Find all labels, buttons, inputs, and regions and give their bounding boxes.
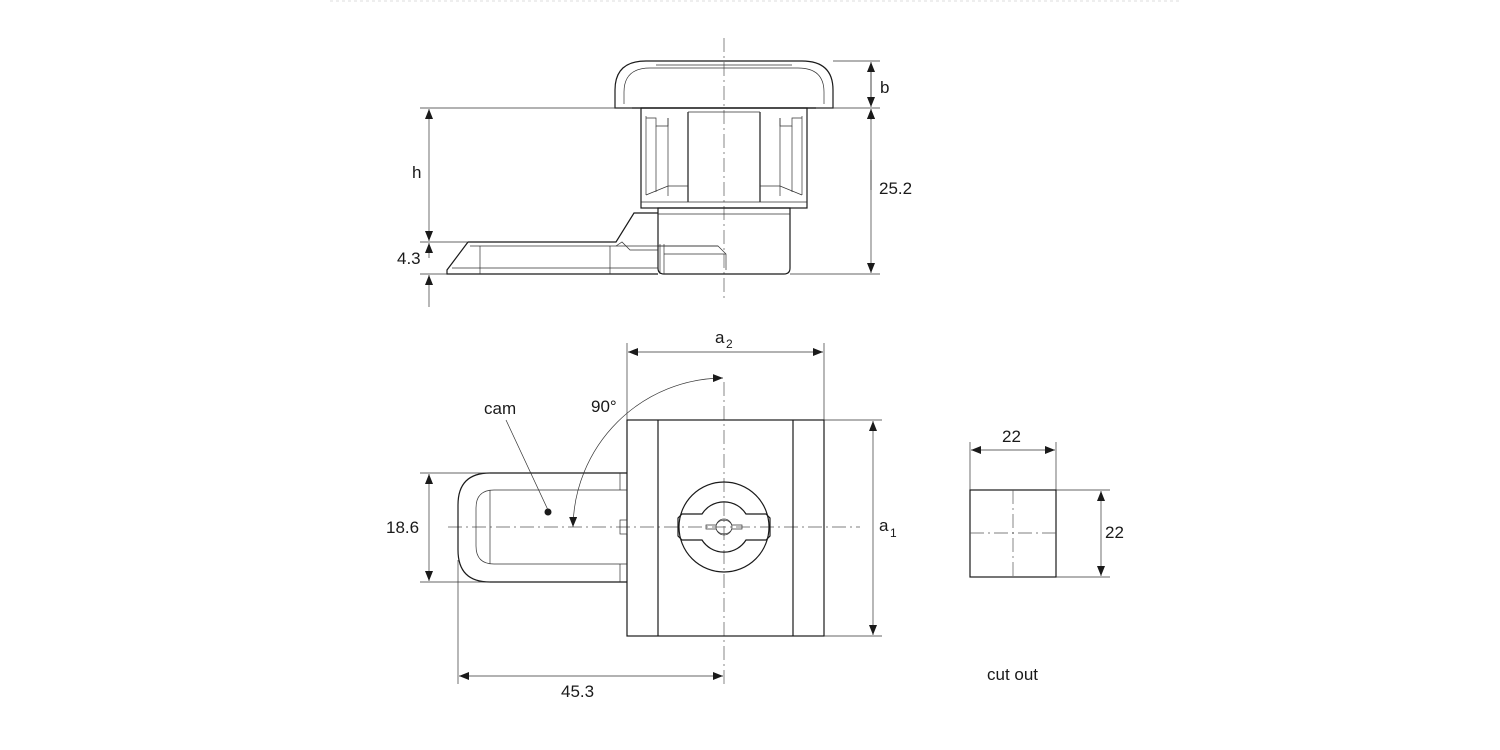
dim-cam-thickness-label: 4.3 <box>397 249 421 268</box>
dim-cutout-height: 22 <box>1056 489 1124 578</box>
lock-head <box>614 60 834 109</box>
dim-total-height: 25.2 <box>790 109 912 275</box>
cam-front <box>457 472 628 583</box>
cam-label-text: cam <box>484 399 516 418</box>
dim-a1: a 1 <box>824 419 897 637</box>
dim-b-label: b <box>880 78 889 97</box>
dim-a2-subscript: 2 <box>726 337 733 351</box>
dim-h: h <box>412 107 641 243</box>
dim-cam-length-label: 45.3 <box>561 682 594 701</box>
dim-b: b <box>816 60 889 109</box>
lock-cylinder <box>657 207 791 275</box>
dim-a2-label: a <box>715 328 725 347</box>
dim-cam-length: 45.3 <box>457 560 723 701</box>
dim-cutout-width-label: 22 <box>1002 427 1021 446</box>
dim-cam-width-label: 18.6 <box>386 518 419 537</box>
dim-a1-label: a <box>879 516 889 535</box>
lock-body-front <box>626 419 825 637</box>
rotation-arc: 90° <box>569 374 724 528</box>
front-view: cam 90° a 2 a 1 <box>386 328 897 701</box>
dim-total-height-label: 25.2 <box>879 179 912 198</box>
side-view: b 25.2 h 4.3 <box>397 38 912 307</box>
dim-cutout-width: 22 <box>969 427 1057 490</box>
cam-marker-dot <box>544 508 552 516</box>
cutout-label: cut out <box>987 665 1038 684</box>
dim-a2: a 2 <box>626 328 825 420</box>
rotation-angle-label: 90° <box>591 397 617 416</box>
dim-cam-thickness: 4.3 <box>397 243 447 307</box>
dim-cutout-height-label: 22 <box>1105 523 1124 542</box>
cutout-view: 22 22 cut out <box>969 427 1124 684</box>
cam-label: cam <box>484 399 549 511</box>
dim-cam-width: 18.6 <box>386 472 490 583</box>
dim-a1-subscript: 1 <box>890 526 897 540</box>
dim-h-label: h <box>412 163 421 182</box>
cam-side <box>446 212 727 275</box>
